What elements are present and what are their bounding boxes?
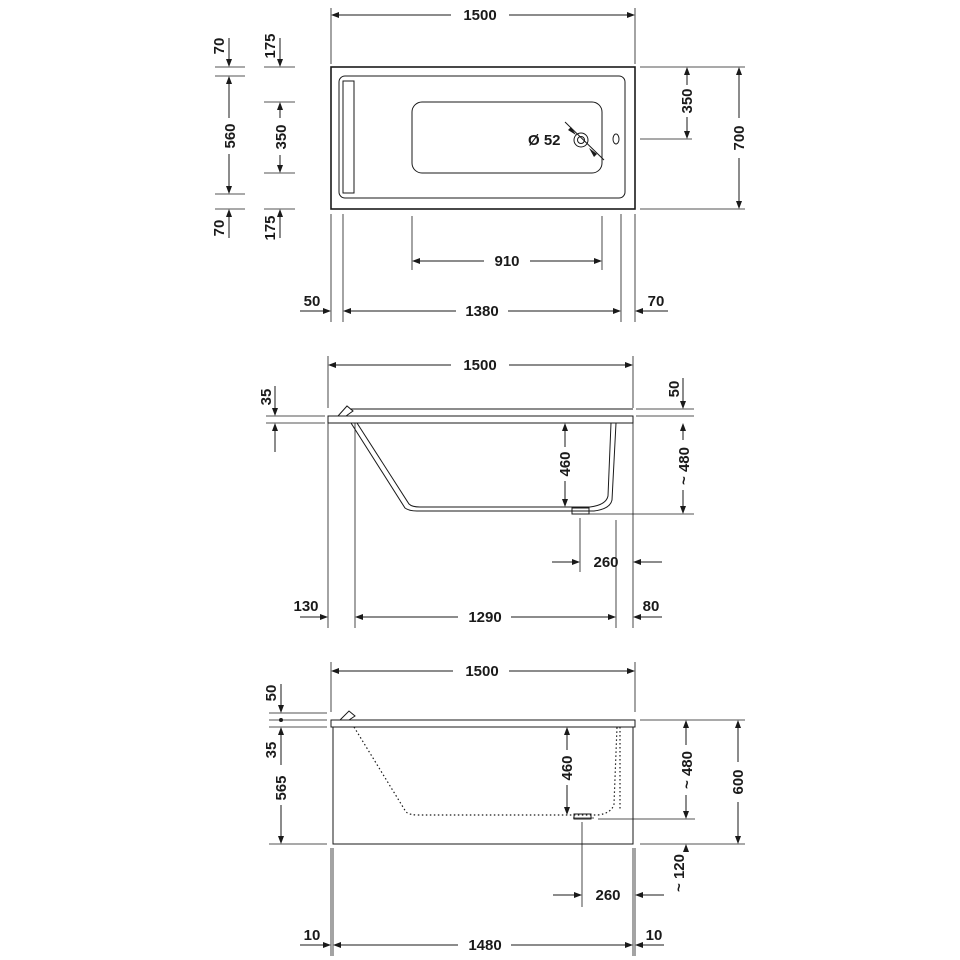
- headrest-side: [336, 405, 354, 417]
- panel-view: 1500 50 35 565 460: [263, 662, 747, 956]
- dim-565: 565: [273, 775, 290, 800]
- dim-35-side: 35: [258, 389, 275, 406]
- front-panel: [332, 726, 634, 845]
- dim-260-panel: 260: [595, 887, 620, 904]
- dim-35-panel: 35: [263, 742, 280, 759]
- dim-175-bottom: 175: [262, 215, 279, 240]
- rim-profile: [327, 415, 634, 424]
- drain-arrow-b: [589, 148, 597, 157]
- tub-body-side: [350, 422, 617, 512]
- dim-70-bottom: 70: [211, 220, 228, 237]
- dim-260-side: 260: [593, 554, 618, 571]
- dim-120: ~ 120: [671, 854, 688, 892]
- dim-560: 560: [222, 123, 239, 148]
- rim-panel: [330, 719, 636, 728]
- dim-1500-top: 1500: [463, 7, 496, 24]
- hidden-tub-outline: [353, 726, 618, 816]
- dim-350-right: 350: [679, 88, 696, 113]
- drain-diameter-label: Ø 52: [528, 132, 561, 149]
- dim-460-panel: 460: [559, 755, 576, 780]
- dim-1500-side: 1500: [463, 357, 496, 374]
- basin-outline: [411, 101, 603, 174]
- dim-480-panel: ~ 480: [679, 751, 696, 789]
- drain-panel: [573, 813, 592, 820]
- dim-50-left: 50: [304, 293, 321, 310]
- dim-1380: 1380: [465, 303, 498, 320]
- tub-rim-inner: [338, 75, 626, 199]
- drain-arrow-a: [568, 127, 576, 135]
- drain-side: [571, 507, 590, 515]
- drain-inner: [577, 136, 585, 144]
- dim-10-right: 10: [646, 927, 663, 944]
- dim-130: 130: [293, 598, 318, 615]
- dim-10-left: 10: [304, 927, 321, 944]
- dim-910: 910: [494, 253, 519, 270]
- dim-600: 600: [730, 769, 747, 794]
- dim-460-side: 460: [557, 451, 574, 476]
- dim-1500-panel: 1500: [465, 663, 498, 680]
- dim-50-panel: 50: [263, 685, 280, 702]
- dim-80: 80: [643, 598, 660, 615]
- dim-50-side: 50: [666, 381, 683, 398]
- dim-350-left: 350: [273, 124, 290, 149]
- dim-480-side: ~ 480: [676, 447, 693, 485]
- top-view: Ø 52 1500 350 700 70 560: [211, 7, 748, 322]
- dim-700: 700: [731, 125, 748, 150]
- tub-inner-side: [356, 422, 612, 508]
- dim-175-top: 175: [262, 33, 279, 58]
- drain-outer: [573, 132, 589, 148]
- side-view: 1500 35 50 460: [258, 356, 694, 628]
- backrest-ridge: [342, 80, 355, 194]
- dim-1290: 1290: [468, 609, 501, 626]
- dim-70-right: 70: [648, 293, 665, 310]
- overflow: [612, 133, 620, 145]
- dim-1480: 1480: [468, 937, 501, 954]
- dim-70-top: 70: [211, 38, 228, 55]
- tub-outline-top: [330, 66, 636, 210]
- headrest-panel: [338, 710, 356, 721]
